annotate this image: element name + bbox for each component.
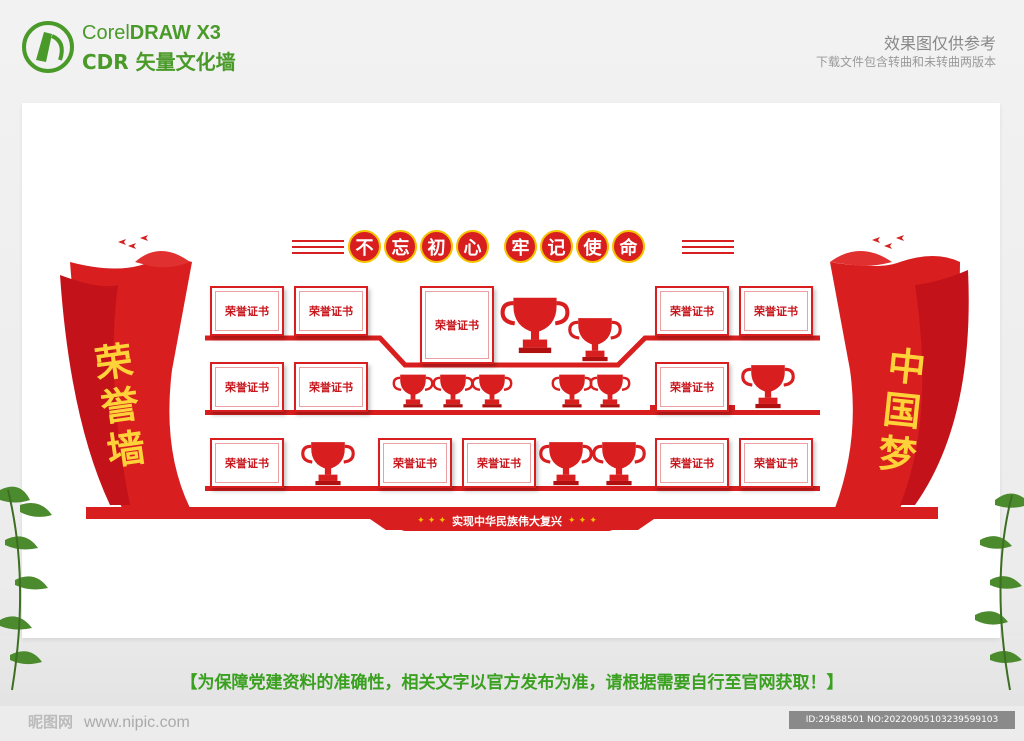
certificate: 荣誉证书 <box>294 362 368 412</box>
certificate: 荣誉证书 <box>420 286 494 364</box>
certificate: 荣誉证书 <box>462 438 536 488</box>
slogan-char: 记 <box>540 230 573 263</box>
certificate: 荣誉证书 <box>210 362 284 412</box>
brand-name: CorelDRAW X3 <box>82 22 221 44</box>
wall-background <box>22 103 1000 638</box>
image-id: ID:29588501 NO:20220905103239599103 <box>789 711 1015 729</box>
download-note: 下载文件包含转曲和未转曲两版本 <box>815 55 996 69</box>
star-icon: ✦ ✦ ✦ <box>568 516 597 526</box>
certificate: 荣誉证书 <box>739 286 813 336</box>
slogan-char: 初 <box>420 230 453 263</box>
slogan-char: 使 <box>576 230 609 263</box>
certificate: 荣誉证书 <box>378 438 452 488</box>
nipic-url[interactable]: www.nipic.com <box>84 714 190 731</box>
slogan-left-lines <box>292 240 344 258</box>
certificate: 荣誉证书 <box>655 362 729 412</box>
certificate: 荣誉证书 <box>655 286 729 336</box>
disclaimer: 【为保障党建资料的准确性，相关文字以官方发布为准，请根据需要自行至官网获取！】 <box>180 673 844 693</box>
nipic-logo: 昵图网 <box>28 713 74 731</box>
star-icon: ✦ ✦ ✦ <box>417 516 446 526</box>
preview-note: 效果图仅供参考 <box>883 34 996 53</box>
bottom-slogan: ✦ ✦ ✦ 实现中华民族伟大复兴 ✦ ✦ ✦ <box>396 511 618 531</box>
certificate: 荣誉证书 <box>210 438 284 488</box>
certificate: 荣誉证书 <box>739 438 813 488</box>
slogan-right-lines <box>682 240 734 258</box>
slogan-banner: 不 忘 初 心 牢 记 使 命 <box>348 230 648 263</box>
brand-subtitle: CDR 矢量文化墙 <box>82 50 236 74</box>
slogan-char: 命 <box>612 230 645 263</box>
slogan-char: 牢 <box>504 230 537 263</box>
certificate: 荣誉证书 <box>294 286 368 336</box>
slogan-char: 心 <box>456 230 489 263</box>
coreldraw-logo-icon <box>22 21 74 73</box>
slogan-char: 不 <box>348 230 381 263</box>
slogan-char: 忘 <box>384 230 417 263</box>
bottom-slogan-text: 实现中华民族伟大复兴 <box>452 515 562 528</box>
certificate: 荣誉证书 <box>655 438 729 488</box>
certificate: 荣誉证书 <box>210 286 284 336</box>
